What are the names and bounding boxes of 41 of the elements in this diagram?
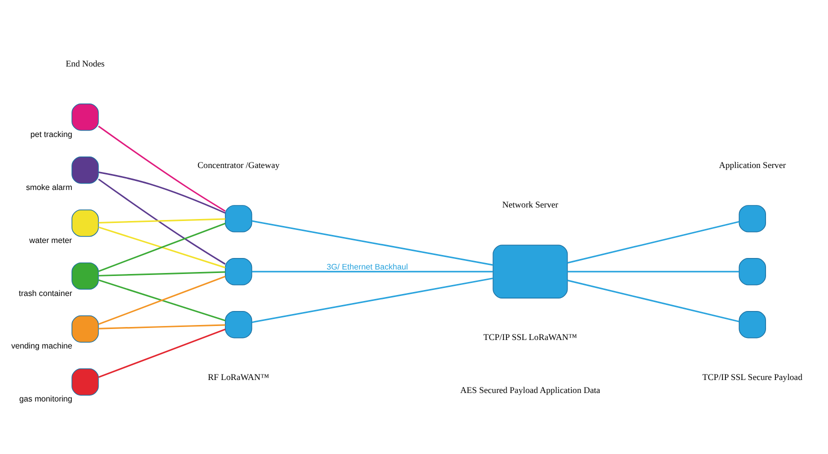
connector: [252, 277, 494, 323]
node-box: [224, 258, 252, 285]
node-box: [72, 368, 99, 396]
connector: [567, 279, 740, 322]
edge-label: 3G/ Ethernet Backhaul: [326, 262, 408, 271]
node-box: [72, 156, 99, 184]
label: TCP/IP SSL Secure Payload: [702, 371, 802, 382]
connector: [567, 270, 740, 272]
connector: [98, 125, 226, 212]
connector: [252, 270, 493, 272]
label: End Nodes: [66, 58, 105, 68]
node-label: gas monitoring: [19, 394, 72, 404]
node-label: water meter: [29, 235, 72, 244]
node-box: [72, 314, 99, 342]
node-label: smoke alarm: [26, 182, 72, 192]
node-box: [224, 204, 252, 232]
node-label: trash container: [18, 288, 72, 298]
label: RF LoRaWAN™: [208, 371, 270, 382]
node-box: [224, 310, 252, 338]
node-box: [738, 204, 766, 232]
label: AES Secured Payload Application Data: [460, 384, 600, 395]
connector: [98, 324, 226, 329]
node-box: [738, 258, 766, 285]
connector: [98, 178, 226, 264]
node-label: vending machine: [11, 341, 72, 350]
connector: [98, 218, 226, 223]
node-box: [72, 262, 99, 290]
label: Application Server: [718, 159, 786, 170]
node-box: [72, 103, 99, 130]
connector: [252, 220, 494, 266]
label: Network Server: [502, 199, 558, 210]
connector: [98, 171, 226, 214]
connector: [98, 328, 226, 378]
node-label: pet tracking: [30, 129, 72, 138]
label: Concentrator /Gateway: [198, 159, 280, 170]
connector: [98, 270, 226, 276]
node-cloud: [492, 244, 568, 298]
node-box: [738, 310, 766, 338]
label: TCP/IP SSL LoRaWAN™: [483, 332, 578, 342]
connector: [567, 220, 740, 264]
node-box: [72, 208, 99, 236]
